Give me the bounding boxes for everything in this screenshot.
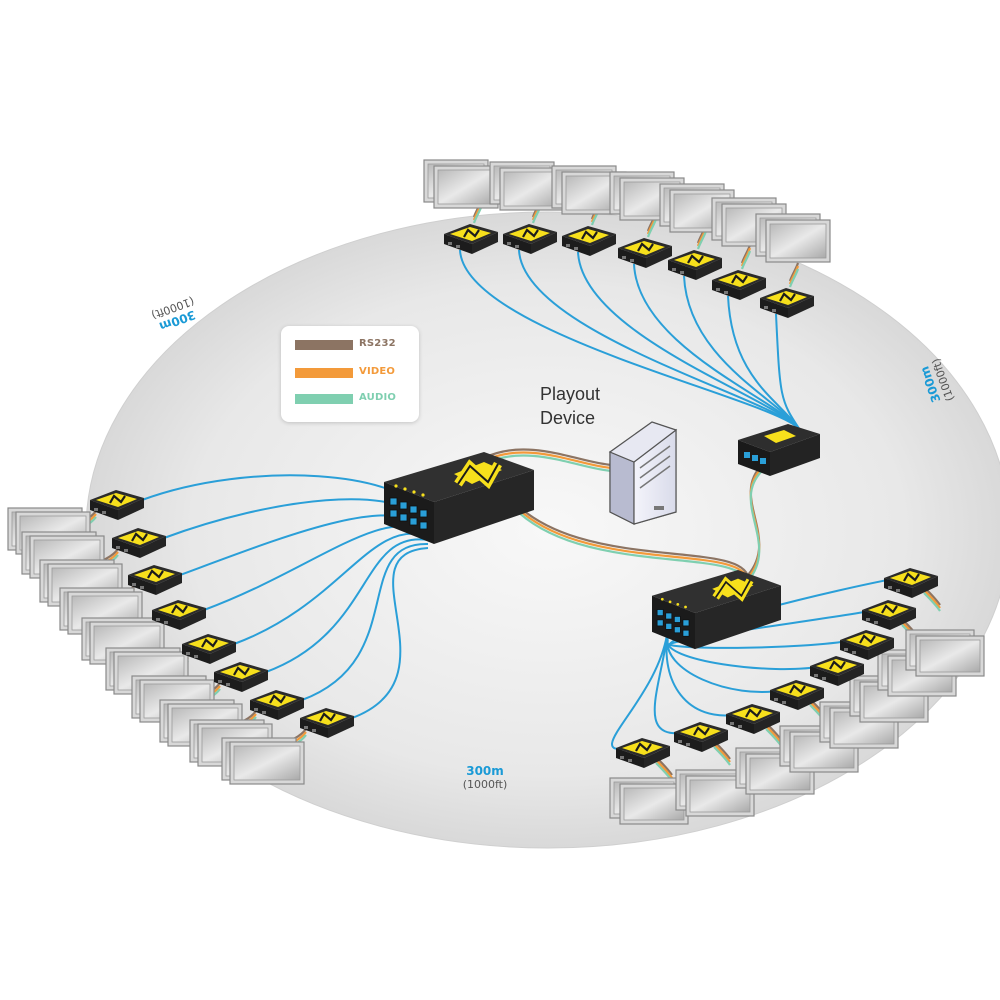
cat-cable	[518, 249, 801, 431]
hub-transmitter-icon	[652, 570, 781, 650]
desktop-tower-icon	[608, 421, 678, 525]
av-cable	[499, 487, 750, 581]
hub-receiver-icon	[738, 424, 820, 476]
av-cable	[747, 470, 763, 582]
av-cable	[788, 268, 800, 288]
receiver-unit-icon	[810, 656, 864, 686]
cat-cable	[666, 639, 825, 671]
receiver-unit-icon	[726, 704, 780, 734]
receiver-unit-icon	[674, 722, 728, 752]
cat-cable	[775, 313, 801, 431]
cable-legend: RS232 VIDEO AUDIO	[281, 326, 419, 422]
av-cable	[485, 451, 613, 470]
receiver-unit-icon	[770, 680, 824, 710]
hubs	[384, 424, 820, 650]
cat-cable	[265, 538, 429, 673]
receiver-unit-icon	[616, 738, 670, 768]
monitor-icon	[433, 165, 499, 209]
receiver-unit-icon	[112, 528, 166, 558]
cat-cable	[653, 630, 689, 735]
legend-swatch	[295, 368, 353, 378]
receiver-unit-icon	[668, 250, 722, 280]
receiver-unit-icon	[562, 226, 616, 256]
monitor-icon	[915, 635, 985, 677]
receiver-unit-icon	[884, 568, 938, 598]
legend-swatch	[295, 340, 353, 350]
cat-cable	[233, 532, 429, 645]
distance-bottom-feet: (1000ft)	[462, 778, 508, 791]
playout-device-label-line2: Device	[540, 408, 596, 428]
av-cable	[788, 262, 800, 282]
receiver-unit-icon	[618, 238, 672, 268]
cat-cable	[727, 295, 801, 431]
av-cable	[923, 592, 941, 612]
av-cable	[788, 265, 800, 285]
receiver-unit-icon	[214, 662, 268, 692]
receiver-unit-icon	[444, 224, 498, 254]
monitors	[7, 159, 985, 825]
distance-bottom: 300m (1000ft)	[440, 764, 530, 792]
receiver-unit-icon	[250, 690, 304, 720]
receiver-unit-icon	[152, 600, 206, 630]
legend-item-rs232: RS232	[295, 338, 411, 352]
av-cable	[485, 448, 613, 467]
cat-cable	[351, 547, 429, 719]
legend-label: RS232	[359, 338, 396, 349]
cat-cable	[611, 627, 669, 751]
cat-cable	[577, 251, 801, 431]
receiver-unit-icon	[128, 565, 182, 595]
monitor-icon	[619, 783, 689, 825]
receiver-unit-icon	[300, 708, 354, 738]
receivers	[90, 224, 938, 768]
receiver-unit-icon	[840, 630, 894, 660]
cat-cable	[459, 249, 801, 431]
legend-label: VIDEO	[359, 366, 396, 377]
av-cable	[740, 247, 752, 267]
legend-label: AUDIO	[359, 392, 397, 403]
monitor-icon	[765, 219, 831, 263]
legend-item-audio: AUDIO	[295, 392, 411, 406]
playout-device-label: Playout Device	[540, 382, 600, 430]
playout-device-label-line1: Playout	[540, 384, 601, 404]
cat-cable	[301, 542, 429, 701]
av-cable	[713, 746, 731, 766]
receiver-unit-icon	[503, 224, 557, 254]
hub-transmitter-icon	[384, 452, 534, 544]
distance-bottom-meters: 300m	[466, 764, 504, 778]
receiver-unit-icon	[712, 270, 766, 300]
av-cable	[740, 250, 752, 270]
legend-swatch	[295, 394, 353, 404]
cat-cable	[666, 639, 855, 649]
av-cable	[499, 484, 750, 578]
receiver-unit-icon	[182, 634, 236, 664]
legend-item-video: VIDEO	[295, 366, 411, 380]
receiver-unit-icon	[90, 490, 144, 520]
receiver-unit-icon	[760, 288, 814, 318]
receiver-unit-icon	[862, 600, 916, 630]
cat-cable	[665, 633, 741, 717]
monitor-icon	[229, 741, 305, 785]
